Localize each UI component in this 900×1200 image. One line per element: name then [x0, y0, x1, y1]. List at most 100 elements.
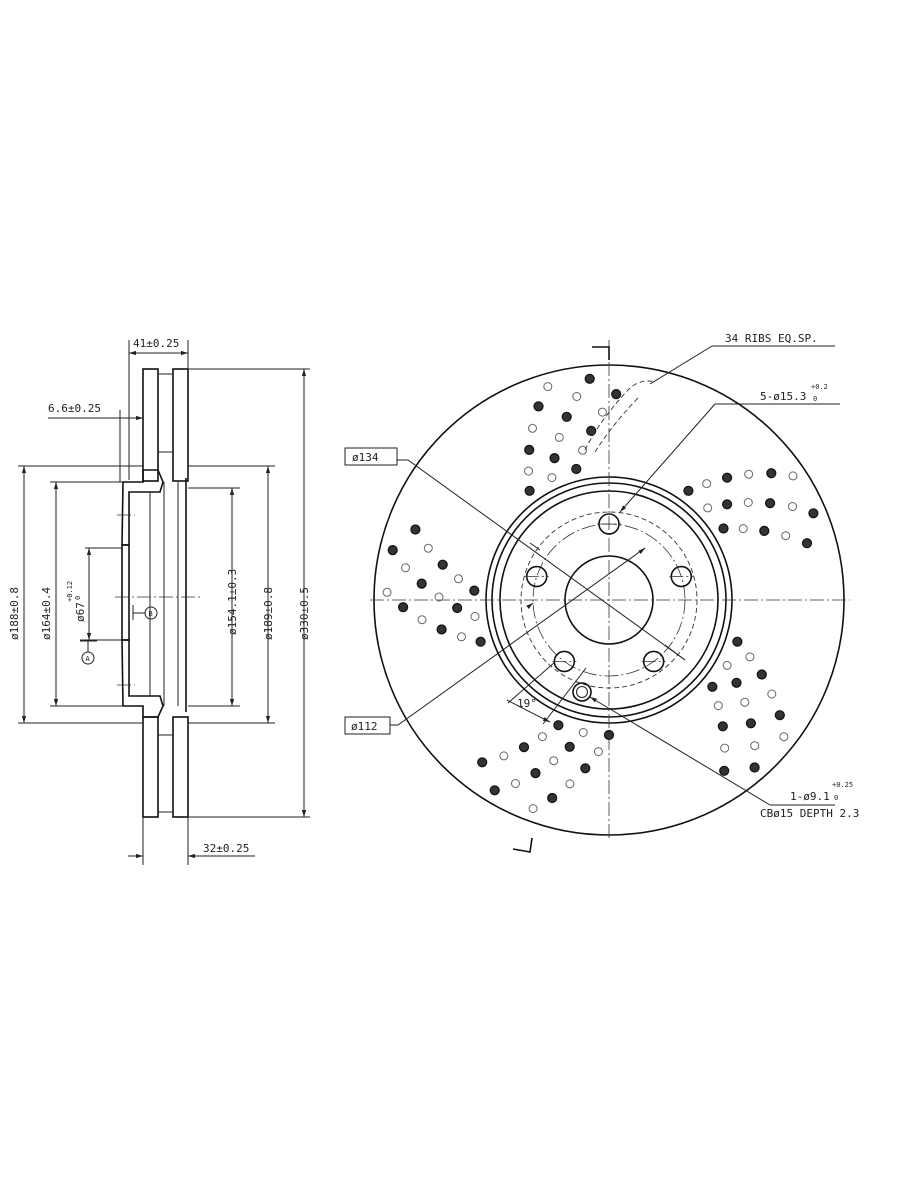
- drilled-hole-hidden: [547, 473, 557, 483]
- drilled-hole: [561, 411, 572, 422]
- dim-overall-width: 41±0.25: [133, 337, 179, 350]
- drilled-hole-hidden: [528, 423, 537, 433]
- dim-d67-tol-upper: +0.12: [66, 581, 74, 602]
- locator-tol-upper: +0.25: [832, 781, 853, 789]
- dim-d67-tol-lower: 0: [74, 596, 82, 600]
- drilled-hole: [475, 636, 486, 647]
- drilled-hole-hidden: [713, 701, 723, 711]
- drilled-hole-hidden: [720, 743, 730, 753]
- angle-label: 19°: [517, 697, 537, 710]
- drilled-hole: [533, 401, 544, 412]
- drilled-hole-hidden: [744, 469, 754, 479]
- dim-d112: ø112: [351, 720, 378, 733]
- outboard-plate-top: [142, 368, 159, 482]
- drilled-hole: [717, 721, 728, 732]
- drilled-hole: [766, 468, 777, 479]
- drilled-hole: [745, 718, 757, 729]
- drilled-hole-hidden: [454, 574, 463, 584]
- bolt-holes: [524, 513, 694, 673]
- drilled-hole: [801, 538, 813, 549]
- drilled-hole-hidden: [578, 445, 588, 455]
- drilled-hole: [603, 729, 615, 741]
- cross-drilled-holes: [382, 373, 819, 814]
- dim-disc-width: 32±0.25: [203, 842, 249, 855]
- datum-a-label: A: [86, 655, 91, 663]
- drilled-hole-hidden: [499, 751, 509, 761]
- dim-d154: ø154.1±0.3: [226, 569, 239, 635]
- drilled-hole: [749, 762, 760, 773]
- drilled-hole: [683, 485, 694, 496]
- drilled-hole-hidden: [524, 466, 533, 476]
- drilled-hole: [756, 669, 767, 680]
- drilled-hole-hidden: [543, 382, 553, 392]
- dim-d134: ø134: [352, 451, 379, 464]
- drilled-hole: [477, 757, 488, 768]
- drilled-hole-hidden: [738, 524, 748, 534]
- drilled-hole: [774, 710, 785, 721]
- drilled-hole-hidden: [382, 587, 392, 597]
- inboard-plate-bottom: [172, 716, 189, 818]
- outboard-plate-bottom: [142, 716, 159, 818]
- drilled-hole-hidden: [549, 756, 559, 766]
- drilled-hole-hidden: [401, 563, 410, 573]
- d134-box: [344, 447, 398, 466]
- drilled-hole: [584, 373, 595, 384]
- drilled-hole-hidden: [722, 660, 732, 670]
- dim-hat-thickness: 6.6±0.25: [48, 402, 101, 415]
- drilled-hole: [469, 585, 480, 596]
- section-marker-bottom: [512, 837, 533, 853]
- drilled-hole: [564, 741, 575, 752]
- drilled-hole-hidden: [511, 779, 520, 788]
- drilled-hole: [721, 499, 733, 510]
- datum-b-symbol: [144, 606, 158, 620]
- dim-d189: ø189±0.8: [262, 587, 275, 640]
- drilled-hole-hidden: [537, 732, 547, 742]
- rib-outline: [584, 380, 656, 451]
- drilled-hole: [524, 485, 535, 496]
- front-view: 34 RIBS EQ.SP. 5-ø15.3 +0.2 0 ø134 ø112 …: [344, 332, 859, 853]
- drilled-hole: [586, 425, 597, 436]
- ribs-note: 34 RIBS EQ.SP.: [725, 332, 818, 345]
- drilled-hole-hidden: [702, 479, 712, 489]
- drilled-hole-hidden: [423, 543, 433, 553]
- drilled-hole: [416, 578, 427, 589]
- drilled-hole: [571, 463, 582, 475]
- drilled-hole: [719, 765, 730, 776]
- bolt-holes-tol-upper: +0.2: [811, 383, 828, 391]
- drilled-hole: [410, 524, 421, 535]
- drilled-hole-hidden: [528, 804, 538, 814]
- drilled-hole: [721, 472, 733, 483]
- drilled-hole-hidden: [417, 615, 427, 625]
- drilled-hole: [530, 767, 541, 779]
- drilled-hole: [580, 763, 591, 774]
- locator-hole-note: 1-ø9.1: [790, 790, 830, 803]
- drilled-hole: [398, 602, 409, 613]
- locator-counterbore: [572, 682, 592, 702]
- drilled-hole: [808, 508, 819, 519]
- drilled-hole: [489, 785, 500, 796]
- drilled-hole: [731, 677, 742, 688]
- drilled-hole: [452, 602, 463, 614]
- drilled-hole-hidden: [572, 392, 582, 401]
- drilled-hole-hidden: [554, 432, 564, 442]
- section-marker-top: [592, 346, 610, 360]
- counterbore-note: CBø15 DEPTH 2.3: [760, 807, 859, 820]
- drilled-hole: [549, 453, 560, 464]
- locator-hole: [576, 686, 588, 698]
- bolt-holes-note: 5-ø15.3: [760, 390, 806, 403]
- drilled-hole-hidden: [593, 747, 603, 757]
- drilled-hole: [524, 444, 535, 455]
- drilled-hole-hidden: [743, 498, 753, 507]
- drilled-hole-hidden: [779, 732, 789, 742]
- drilled-hole: [436, 624, 447, 635]
- drilled-hole-hidden: [457, 632, 466, 642]
- dim-d330: ø330±0.5: [298, 587, 311, 640]
- bolt-holes-tol-lower: 0: [813, 395, 817, 403]
- drilled-hole-hidden: [745, 652, 755, 662]
- datum-b-label: B: [149, 610, 153, 618]
- drilled-hole-hidden: [578, 728, 588, 737]
- drilled-hole: [611, 389, 622, 400]
- locator-tol-lower: 0: [834, 794, 838, 802]
- drilled-hole-hidden: [740, 697, 750, 707]
